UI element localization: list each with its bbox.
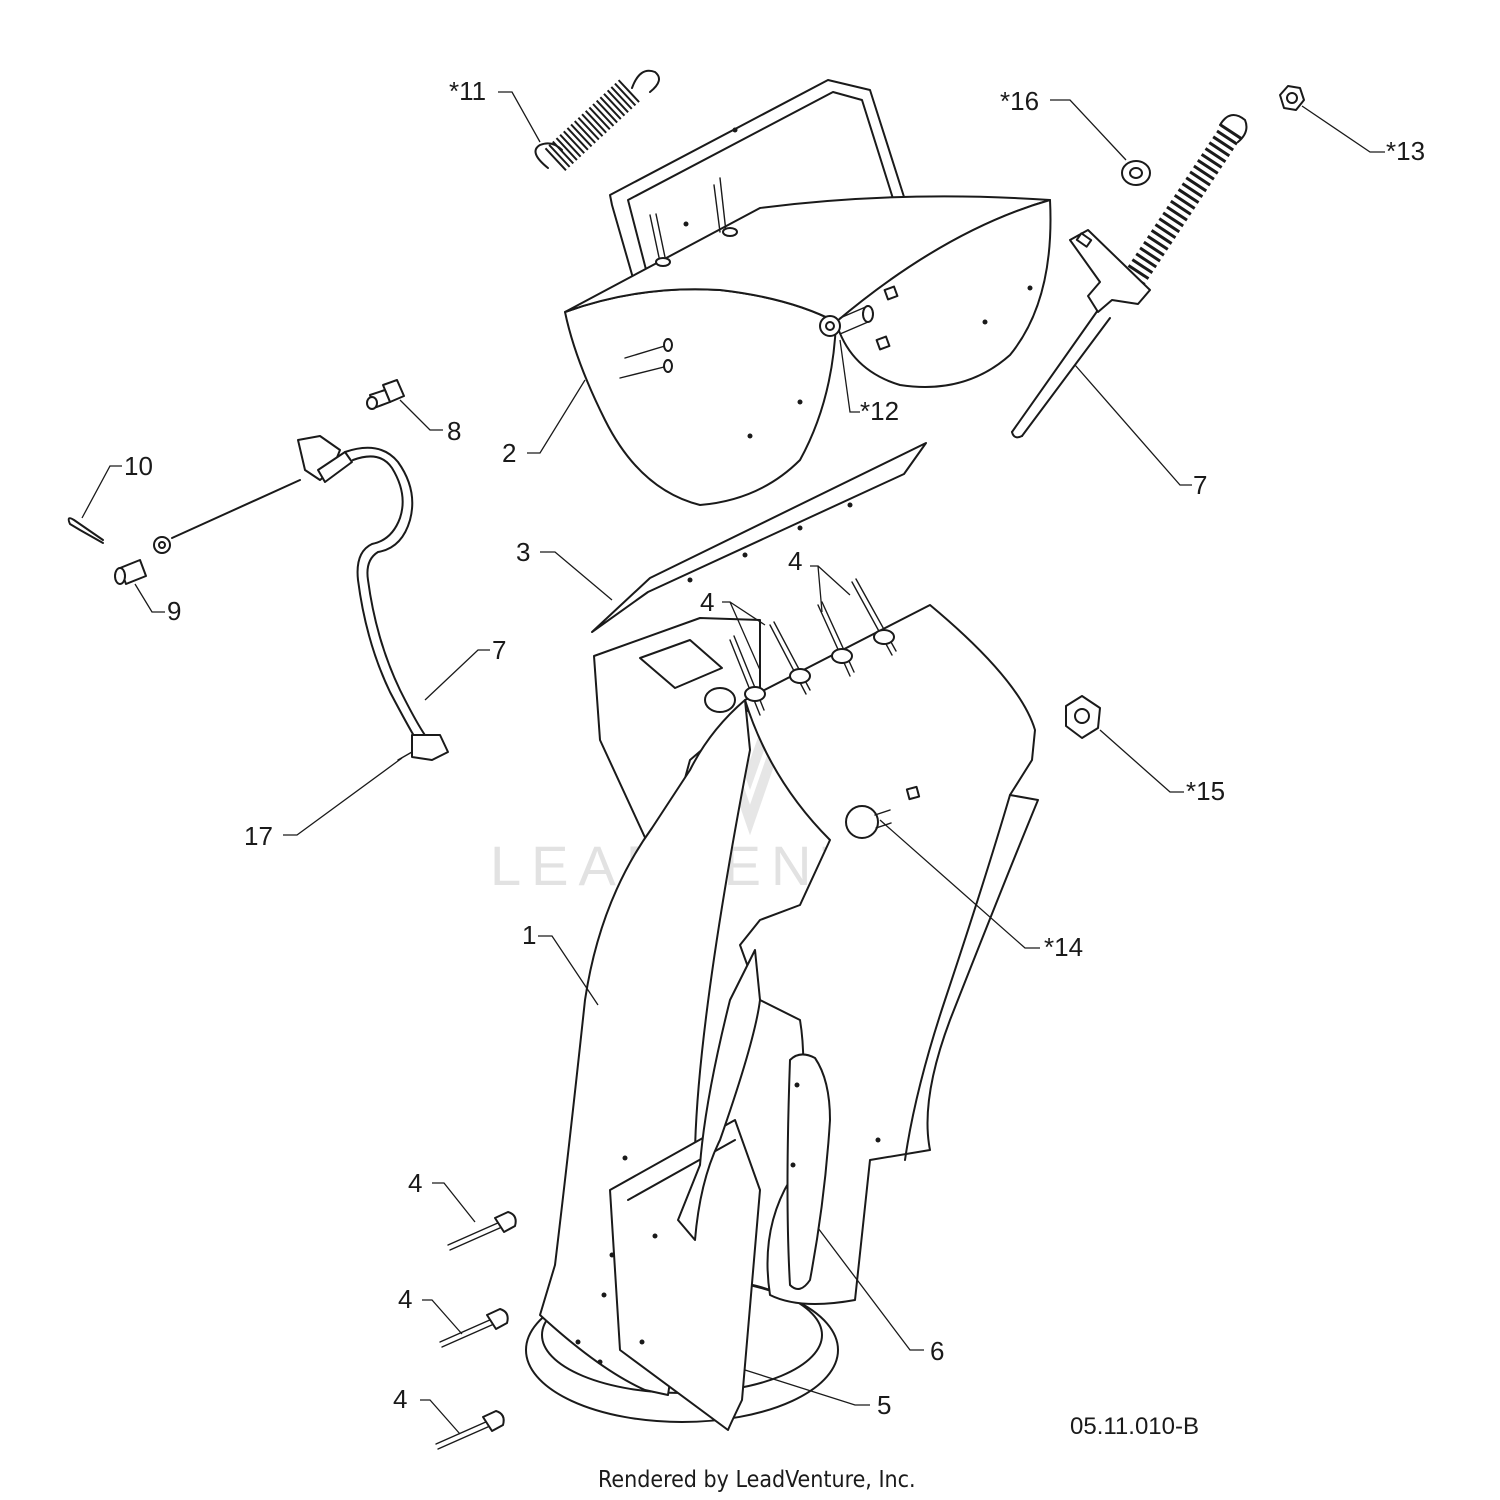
callout-16: *16 (1000, 86, 1039, 116)
callout-labels: *11 *16 *13 *12 8 2 10 7 9 3 4 4 7 *15 1… (124, 76, 1425, 1420)
callout-17: 17 (244, 821, 273, 851)
callout-2: 2 (502, 438, 516, 468)
drawing-reference: 05.11.010-B (1070, 1413, 1199, 1440)
part-rod-7-right (1011, 114, 1248, 439)
callout-7-right: 7 (1193, 470, 1207, 500)
callout-3: 3 (516, 537, 530, 567)
callout-1: 1 (522, 920, 536, 950)
callout-13: *13 (1386, 136, 1425, 166)
render-credit: Rendered by LeadVenture, Inc. (598, 1467, 916, 1493)
part-clip-10 (67, 517, 104, 544)
callout-4-lower-2: 4 (398, 1284, 412, 1314)
part-washer-16 (1121, 160, 1151, 186)
callout-14: *14 (1044, 932, 1083, 962)
part-cap-9 (114, 559, 147, 585)
part-chute-1 (525, 604, 1039, 1431)
callout-15: *15 (1186, 776, 1225, 806)
part-bolt-8 (366, 379, 405, 410)
callout-4-upper-left: 4 (700, 587, 714, 617)
part-spring-11 (534, 69, 660, 171)
callout-9: 9 (167, 596, 181, 626)
callout-11: *11 (449, 76, 486, 106)
part-cable-7-left (153, 435, 449, 761)
callout-7-left: 7 (492, 635, 506, 665)
leader-lines (81, 91, 1385, 1435)
callout-8: 8 (447, 416, 461, 446)
callout-12: *12 (860, 396, 899, 426)
callout-4-lower-1: 4 (408, 1168, 422, 1198)
part-strip-3 (591, 442, 927, 633)
callout-4-lower-3: 4 (393, 1384, 407, 1414)
callout-10: 10 (124, 451, 153, 481)
callout-6: 6 (930, 1336, 944, 1366)
part-nut-15 (1065, 695, 1101, 739)
part-rivets-4-bottom (435, 1211, 517, 1450)
part-deflector-2 (564, 79, 1052, 506)
callout-4-upper-right: 4 (788, 546, 802, 576)
callout-5: 5 (877, 1390, 891, 1420)
part-nut-13 (1279, 85, 1305, 111)
part-rivets-4-top (729, 578, 897, 716)
